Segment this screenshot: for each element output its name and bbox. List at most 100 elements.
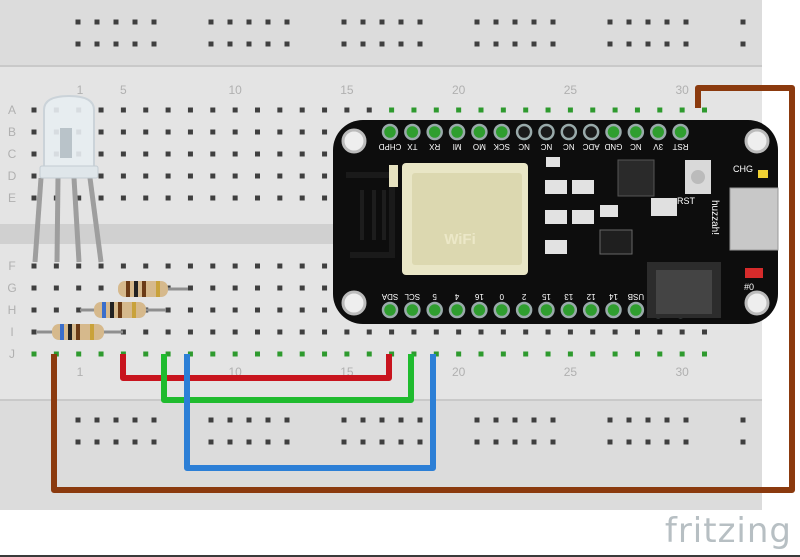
rail-hole bbox=[246, 439, 252, 445]
rail-hole bbox=[208, 417, 214, 423]
pin-label: 16 bbox=[474, 292, 483, 301]
rail-hole bbox=[417, 439, 423, 445]
hole bbox=[120, 129, 126, 135]
rail-hole bbox=[664, 439, 670, 445]
pin-label: TX bbox=[407, 142, 418, 151]
rail-hole bbox=[113, 439, 119, 445]
hole bbox=[277, 129, 283, 135]
header-pin bbox=[426, 301, 443, 319]
hole bbox=[165, 173, 171, 179]
rail-hole bbox=[151, 417, 157, 423]
hole bbox=[165, 195, 171, 201]
hole bbox=[76, 195, 82, 201]
rail-hole bbox=[75, 41, 81, 47]
hole bbox=[232, 307, 238, 313]
bottom-border bbox=[0, 555, 800, 557]
rail-hole bbox=[740, 417, 746, 423]
hole bbox=[299, 129, 305, 135]
rail-hole bbox=[132, 19, 138, 25]
rail-hole bbox=[284, 417, 290, 423]
hole bbox=[545, 107, 551, 113]
hole bbox=[277, 329, 283, 335]
header-pin bbox=[605, 301, 622, 319]
hole bbox=[277, 285, 283, 291]
hole bbox=[634, 351, 640, 357]
hole bbox=[31, 173, 37, 179]
rail-hole bbox=[645, 439, 651, 445]
hole bbox=[232, 129, 238, 135]
hole bbox=[53, 263, 59, 269]
pin-label: NC bbox=[518, 142, 530, 151]
rail-hole bbox=[113, 417, 119, 423]
hole bbox=[389, 107, 395, 113]
rail-hole bbox=[550, 417, 556, 423]
hole bbox=[165, 107, 171, 113]
rail-hole bbox=[474, 41, 480, 47]
rail-hole bbox=[284, 19, 290, 25]
row-letter: G bbox=[7, 281, 16, 295]
rail-hole bbox=[379, 41, 385, 47]
pin-label: 2 bbox=[521, 292, 526, 301]
fritzing-watermark: fritzing bbox=[664, 511, 792, 551]
hole bbox=[120, 151, 126, 157]
pin-label: 14 bbox=[609, 292, 618, 301]
hole bbox=[322, 151, 328, 157]
pin-label: ADC bbox=[582, 142, 599, 151]
rail-hole bbox=[474, 439, 480, 445]
hole bbox=[322, 173, 328, 179]
header-pin bbox=[404, 301, 421, 319]
hole bbox=[255, 263, 260, 269]
rail-hole bbox=[626, 439, 632, 445]
rail-hole bbox=[284, 41, 290, 47]
pin-label: USB bbox=[628, 292, 644, 301]
hole bbox=[143, 329, 149, 335]
rail-hole bbox=[341, 439, 347, 445]
hole bbox=[590, 351, 596, 357]
hole bbox=[76, 351, 82, 357]
header-pin bbox=[381, 123, 399, 141]
rail-hole bbox=[151, 19, 157, 25]
hole bbox=[143, 173, 149, 179]
hole bbox=[143, 351, 149, 357]
hole bbox=[232, 351, 238, 357]
hole bbox=[590, 107, 596, 113]
hole bbox=[299, 329, 305, 335]
rail-hole bbox=[493, 439, 499, 445]
rail-hole bbox=[626, 19, 632, 25]
hole bbox=[322, 351, 328, 357]
header-pin bbox=[582, 123, 600, 141]
hole bbox=[411, 107, 417, 113]
rail-hole bbox=[512, 19, 518, 25]
hole bbox=[255, 351, 260, 357]
hole bbox=[590, 329, 596, 335]
chg-silk-label: CHG bbox=[733, 164, 753, 174]
hole bbox=[31, 307, 37, 313]
pin-label: 0 bbox=[499, 292, 504, 301]
hole bbox=[567, 107, 573, 113]
hole bbox=[433, 107, 439, 113]
hole bbox=[299, 307, 305, 313]
rail-hole bbox=[265, 439, 271, 445]
red-wire bbox=[120, 354, 392, 381]
hole bbox=[255, 307, 260, 313]
rst-silk-label: RST bbox=[677, 196, 696, 206]
hole bbox=[299, 173, 305, 179]
rail-hole bbox=[379, 439, 385, 445]
hole bbox=[299, 285, 305, 291]
hole bbox=[165, 151, 171, 157]
pin-label: NC bbox=[563, 142, 575, 151]
rail-hole bbox=[531, 19, 537, 25]
hole bbox=[612, 329, 618, 335]
rail-hole bbox=[417, 41, 423, 47]
header-pin bbox=[605, 123, 622, 141]
hole bbox=[255, 195, 260, 201]
bottom-power-rail bbox=[0, 400, 762, 510]
header-pin bbox=[448, 123, 466, 141]
hole bbox=[255, 285, 260, 291]
hole bbox=[210, 263, 216, 269]
pin-label: GND bbox=[604, 142, 622, 151]
hole bbox=[657, 107, 663, 113]
hole bbox=[478, 351, 484, 357]
hole bbox=[500, 351, 506, 357]
